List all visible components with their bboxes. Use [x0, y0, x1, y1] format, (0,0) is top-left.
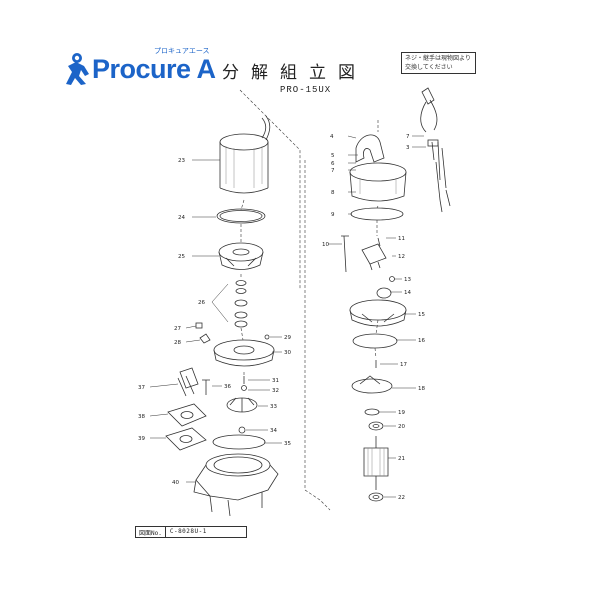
- label-30: 30: [284, 350, 291, 356]
- drawing-number-value: C-8028U-1: [169, 528, 207, 535]
- part-capacitor: [361, 243, 387, 271]
- label-2: 7: [406, 134, 410, 140]
- label-19: 19: [398, 410, 405, 416]
- label-14: 14: [404, 290, 411, 296]
- note-line-2: 交換してください: [405, 64, 453, 71]
- label-11: 11: [398, 236, 405, 242]
- model-number: PRO-15UX: [280, 85, 332, 95]
- part-middle-casing: [213, 334, 275, 367]
- label-3: 3: [406, 145, 410, 151]
- label-15: 15: [418, 312, 425, 318]
- label-9: 9: [331, 212, 335, 218]
- label-23: 23: [178, 158, 185, 164]
- part-washer-32: [241, 385, 247, 391]
- label-24: 24: [178, 215, 185, 221]
- part-impeller: [226, 397, 258, 413]
- part-gasket: [165, 427, 207, 451]
- label-6: 7: [331, 168, 335, 174]
- label-32: 32: [272, 388, 279, 394]
- label-28: 28: [174, 340, 181, 346]
- part-motor-cover: [349, 162, 407, 202]
- label-39: 39: [138, 436, 145, 442]
- label-40: 40: [172, 480, 179, 486]
- label-34: 34: [270, 428, 277, 434]
- label-12: 12: [398, 254, 405, 260]
- part-nut-34: [238, 426, 246, 434]
- label-29: 29: [284, 335, 291, 341]
- label-16: 16: [418, 338, 425, 344]
- label-18: 18: [418, 386, 425, 392]
- runner-mascot-icon: [66, 53, 89, 85]
- part-screw-11: [377, 237, 381, 247]
- label-8: 8: [331, 190, 335, 196]
- logo-text: Procure A: [92, 54, 216, 84]
- part-screw-13: [389, 276, 395, 282]
- label-4: 5: [331, 153, 335, 159]
- label-35: 35: [284, 441, 291, 447]
- part-rotor: [363, 436, 389, 490]
- drawing-number-label: 図面No.: [136, 527, 166, 537]
- part-o-ring-35: [212, 434, 266, 450]
- label-5: 6: [331, 161, 335, 167]
- label-36: 36: [224, 384, 231, 390]
- page-title: 分解組立図: [222, 63, 367, 83]
- part-o-ring-9: [350, 207, 404, 221]
- label-1: 4: [330, 134, 334, 140]
- part-bolt-36: [202, 379, 210, 395]
- leader-lines: [149, 135, 426, 498]
- part-pump-casing: [193, 453, 279, 517]
- drawing-number-box: 図面No. C-8028U-1: [135, 526, 247, 538]
- part-mechanical-seal: [234, 280, 248, 328]
- part-bearing-22: [368, 492, 384, 502]
- note-line-1: ネジ・継手は現物図より: [405, 55, 471, 62]
- label-27: 27: [174, 326, 181, 332]
- part-o-ring-24-inner: [219, 210, 263, 222]
- part-bolt-10: [341, 235, 349, 273]
- label-10: 10: [322, 242, 329, 248]
- part-protector-14: [376, 287, 392, 299]
- label-37: 37: [138, 385, 145, 391]
- note-box: ネジ・継手は現物図より 交換してください: [401, 52, 476, 74]
- part-oil-seal-plate: [351, 375, 393, 394]
- part-handle: [355, 134, 385, 163]
- procure-a-logo: プロキュアエース Procure A: [58, 47, 216, 86]
- label-21: 21: [398, 456, 405, 462]
- label-25: 25: [178, 254, 185, 260]
- label-22: 22: [398, 495, 405, 501]
- label-38: 38: [138, 414, 145, 420]
- label-17: 17: [400, 362, 407, 368]
- label-26: 26: [198, 300, 205, 306]
- part-bearing-housing: [218, 242, 264, 270]
- part-hose-coupling: [177, 367, 199, 397]
- label-31: 31: [272, 378, 279, 384]
- label-20: 20: [398, 424, 405, 430]
- assembly-guide-lines: [239, 89, 379, 511]
- logo-kana-text: プロキュアエース: [154, 47, 210, 55]
- label-33: 33: [270, 404, 277, 410]
- label-13: 13: [404, 277, 411, 283]
- part-stator: [219, 115, 271, 194]
- part-plug-27: [195, 322, 211, 344]
- part-discharge-flange: [167, 403, 207, 427]
- part-bearing-20: [368, 421, 384, 431]
- part-o-ring-24: [216, 208, 266, 224]
- part-o-ring-16: [352, 333, 398, 349]
- part-ring-19: [364, 408, 380, 416]
- part-power-cable: [420, 87, 451, 213]
